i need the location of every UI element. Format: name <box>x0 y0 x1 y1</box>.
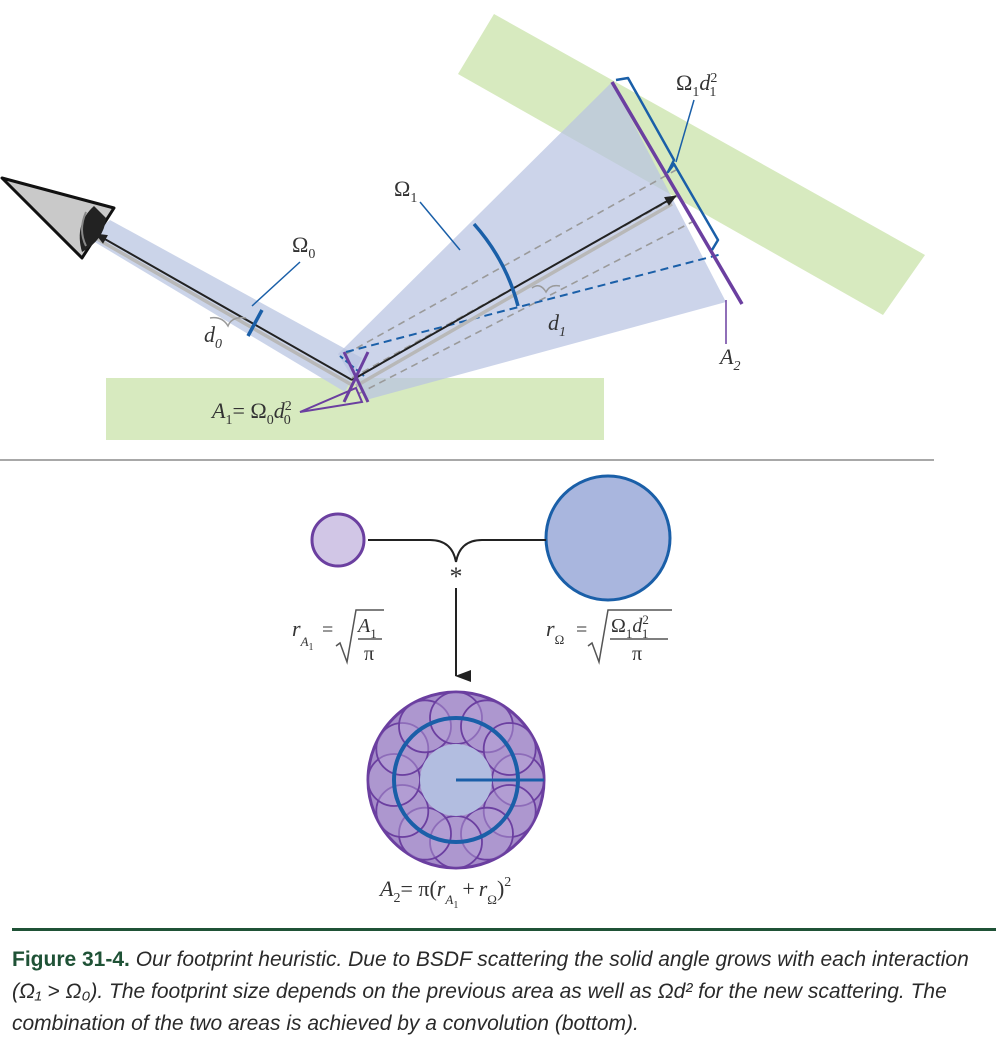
svg-text:rA1: rA1 <box>292 616 314 653</box>
svg-text:rΩ: rΩ <box>546 616 564 647</box>
incoming-ray <box>95 233 353 381</box>
svg-text:π: π <box>632 643 642 665</box>
small-footprint-circle <box>310 512 366 568</box>
tilted-surface <box>458 14 925 315</box>
omega1-marker <box>472 222 520 307</box>
convolution-brace <box>368 539 546 563</box>
outgoing-cone <box>338 82 726 400</box>
svg-text:π: π <box>364 643 374 665</box>
omega1-label: Ω1 <box>394 176 417 206</box>
svg-text:=: = <box>576 619 587 641</box>
caption-rule <box>12 928 996 931</box>
footprint-a2 <box>610 81 744 305</box>
omega0-label: Ω0 <box>292 232 315 262</box>
a2-label: A2 <box>718 344 740 374</box>
a1-pointer <box>299 386 364 413</box>
large-footprint-circle <box>544 474 672 602</box>
d0-label: d0 <box>204 322 222 352</box>
caption-text: Our footprint heuristic. Due to BSDF sca… <box>12 948 969 1035</box>
bottom-surface <box>106 378 604 440</box>
omega0-marker <box>246 309 264 337</box>
eye-icon <box>0 176 116 260</box>
small-circle-ring <box>367 691 545 869</box>
convolution-symbol: * <box>450 562 463 591</box>
convolution-result <box>366 690 546 870</box>
svg-text:A1: A1 <box>356 615 377 641</box>
incoming-cone <box>88 220 362 392</box>
r-a1-formula: rA1 = A1 π <box>292 609 384 665</box>
a2-formula: A2= π(rA1+rΩ)2 <box>378 875 511 911</box>
figure-caption: Figure 31-4. Our footprint heuristic. Du… <box>12 944 984 1040</box>
svg-text:=: = <box>322 619 333 641</box>
omega1-d1sq-bracket <box>615 76 720 251</box>
caption-label: Figure 31-4. <box>12 948 130 971</box>
d1-label: d1 <box>548 310 566 340</box>
